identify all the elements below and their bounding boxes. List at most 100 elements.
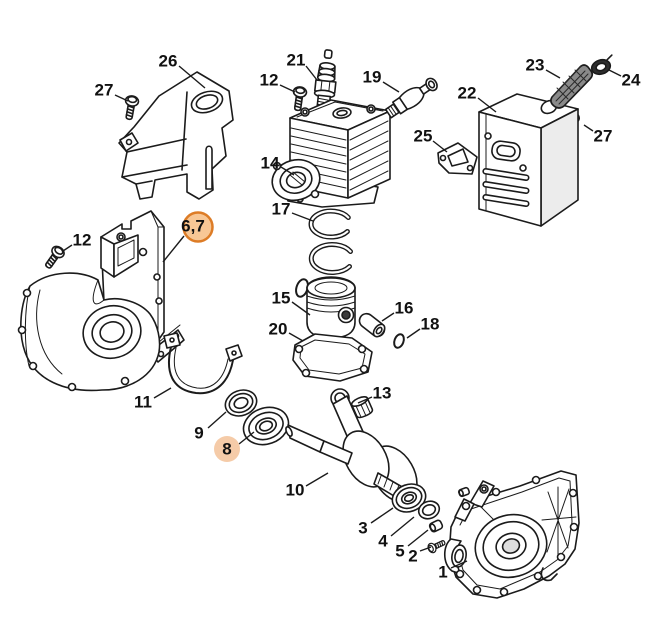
callout-11[interactable]: 11 xyxy=(134,387,172,412)
callout-label: 11 xyxy=(134,393,152,412)
callout-label: 10 xyxy=(286,481,305,500)
callout-label: 19 xyxy=(363,68,382,87)
callout-15[interactable]: 15 xyxy=(272,289,311,316)
callout-2[interactable]: 2 xyxy=(408,546,432,566)
callout-label: 12 xyxy=(73,231,92,250)
part-shroud xyxy=(118,71,234,200)
callout-24[interactable]: 24 xyxy=(608,69,641,90)
callout-highlight xyxy=(214,436,240,462)
part-screw-2 xyxy=(425,537,448,555)
part-clip xyxy=(163,332,243,395)
part-seal-4 xyxy=(417,500,441,520)
callout-label: 27 xyxy=(594,127,613,146)
callout-label: 6,7 xyxy=(181,217,205,236)
leader-line xyxy=(153,387,172,399)
callout-5[interactable]: 5 xyxy=(395,529,429,561)
callout-label: 23 xyxy=(526,56,545,75)
callout-label: 12 xyxy=(260,71,279,90)
leader-line xyxy=(238,431,255,445)
part-muffler xyxy=(478,93,579,227)
leader-line xyxy=(291,212,314,222)
callout-21[interactable]: 21 xyxy=(287,51,318,81)
leader-line xyxy=(477,97,497,113)
part-screw-27-left xyxy=(121,94,141,122)
callout-label: 5 xyxy=(395,542,404,561)
callout-16[interactable]: 16 xyxy=(381,299,414,322)
callout-label: 9 xyxy=(194,424,203,443)
callout-3[interactable]: 3 xyxy=(358,507,394,538)
part-cylinder xyxy=(271,99,391,208)
callout-label: 16 xyxy=(395,299,414,318)
callout-22[interactable]: 22 xyxy=(458,84,497,113)
callout-6-7[interactable]: 6,7 xyxy=(162,211,214,263)
callout-19[interactable]: 19 xyxy=(363,68,400,93)
leader-line xyxy=(162,235,185,263)
leader-line xyxy=(583,124,594,132)
leader-line xyxy=(545,69,561,79)
callout-20[interactable]: 20 xyxy=(269,320,304,342)
callout-12[interactable]: 12 xyxy=(62,231,92,252)
callout-highlight xyxy=(182,211,214,243)
callout-23[interactable]: 23 xyxy=(526,56,561,79)
part-piston xyxy=(306,276,356,339)
callout-17[interactable]: 17 xyxy=(272,200,314,222)
leader-line xyxy=(280,166,295,176)
part-pin-5 xyxy=(428,519,444,533)
callout-label: 4 xyxy=(378,532,388,551)
leader-line xyxy=(406,328,421,339)
part-bushing xyxy=(350,396,374,419)
callout-label: 2 xyxy=(408,547,417,566)
callout-8[interactable]: 8 xyxy=(214,431,255,462)
leader-line xyxy=(357,396,373,404)
callout-label: 22 xyxy=(458,84,477,103)
part-fan-housing xyxy=(17,272,161,392)
callout-25[interactable]: 25 xyxy=(414,127,448,153)
leader-line xyxy=(114,94,129,102)
leader-line xyxy=(419,546,432,552)
part-piston-rings xyxy=(308,208,353,275)
callout-label: 17 xyxy=(272,200,291,219)
callout-label: 14 xyxy=(261,154,280,173)
leader-line xyxy=(608,69,622,77)
part-bearing-3 xyxy=(391,483,427,513)
callout-label: 24 xyxy=(622,71,641,90)
callout-14[interactable]: 14 xyxy=(261,154,295,176)
callout-4[interactable]: 4 xyxy=(378,516,415,551)
part-spark-arrester xyxy=(550,64,594,109)
leader-line xyxy=(178,65,206,89)
leader-line xyxy=(288,332,304,342)
leader-line xyxy=(207,411,227,429)
part-seal-9 xyxy=(224,389,258,417)
callout-label: 20 xyxy=(269,320,288,339)
part-screw-12-left xyxy=(41,243,67,272)
callout-label: 15 xyxy=(272,289,291,308)
part-decompression-valve xyxy=(384,77,438,119)
leader-line xyxy=(62,244,73,252)
callout-label: 8 xyxy=(222,440,231,459)
callout-27[interactable]: 27 xyxy=(95,81,129,102)
callout-label: 1 xyxy=(438,563,447,582)
part-oring xyxy=(393,333,405,349)
callout-18[interactable]: 18 xyxy=(406,315,440,339)
callout-label: 18 xyxy=(421,315,440,334)
part-crankcase xyxy=(443,470,580,599)
callout-label: 21 xyxy=(287,51,306,70)
part-gasket-20 xyxy=(292,333,373,382)
callout-13[interactable]: 13 xyxy=(357,384,391,404)
callout-1[interactable]: 1 xyxy=(438,560,468,582)
callout-9[interactable]: 9 xyxy=(194,411,227,443)
callout-26[interactable]: 26 xyxy=(159,52,206,89)
leader-line xyxy=(279,84,296,93)
leader-line xyxy=(370,507,394,524)
part-dowel-pin xyxy=(458,486,470,498)
part-clamp xyxy=(590,54,613,76)
leader-line xyxy=(450,560,468,569)
callout-label: 3 xyxy=(358,519,367,538)
leader-line xyxy=(390,516,415,537)
callout-27[interactable]: 27 xyxy=(583,124,613,146)
callout-12[interactable]: 12 xyxy=(260,71,296,93)
leader-line xyxy=(305,65,318,81)
callout-10[interactable]: 10 xyxy=(286,472,329,500)
